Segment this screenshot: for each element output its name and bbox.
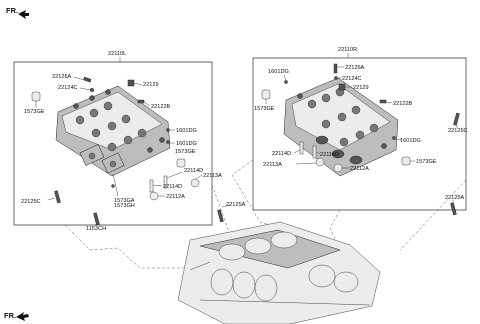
left-pin-22124c (79, 87, 94, 92)
right-dowel-1601dg-b (392, 136, 403, 141)
fr-indicator-top: FR. (6, 6, 29, 19)
label-22125a-left: 22125A (226, 202, 246, 208)
right-pin-22124c (334, 76, 341, 80)
left-dowel-1601dg-b (166, 140, 175, 144)
label-22122b-left: 22122B (151, 104, 171, 110)
label-22124c-right: 22124C (342, 76, 362, 82)
label-22113a-left: 22113A (203, 173, 222, 179)
right-seal-22112a (333, 163, 350, 173)
right-cylinder-head (283, 77, 399, 177)
right-bolt-22122b (379, 99, 393, 104)
label-22122b-right: 22122B (393, 101, 413, 107)
right-bolt-22114d-b (312, 145, 321, 159)
left-cylinder-head (55, 85, 171, 177)
left-bolt-22114d-a (163, 171, 183, 189)
left-plug-1573ge-a (31, 91, 41, 108)
label-22129-right: 22129 (353, 85, 369, 91)
right-cap-22129 (338, 83, 352, 91)
left-bolt-22114d-b (149, 179, 163, 193)
label-22110l: 22110L (108, 51, 126, 57)
right-stud-22125c (453, 112, 460, 128)
label-1153ch: 1153CH (86, 226, 106, 232)
label-22129-left: 22129 (143, 82, 159, 88)
label-1573ge-left-b: 1573GE (175, 149, 196, 155)
engine-block (177, 221, 381, 324)
left-stud-22125c (47, 190, 61, 204)
label-1601dg-right-top: 1601DG (268, 69, 289, 75)
label-22126a-right: 22126A (345, 65, 365, 71)
label-22114d-right-a: 22114D (272, 151, 291, 157)
label-1573ge-right-a: 1573GE (254, 106, 275, 112)
left-assembly-box (13, 61, 213, 226)
left-bolt-1153ch (93, 212, 100, 226)
left-cap-22129 (127, 79, 143, 87)
fr-arrow-icon (16, 312, 29, 321)
label-1573ge-left-a: 1573GE (24, 109, 45, 115)
fr-label-bottom: FR. (4, 311, 16, 320)
label-22114d-left-a: 22114D (184, 168, 203, 174)
left-seal-22112a (149, 191, 165, 201)
right-bolt-22126a (333, 63, 344, 74)
label-1601dg-right-b: 1601DG (400, 138, 421, 144)
right-bolt-22114d-a (293, 141, 304, 155)
label-22113a-right: 22113A (263, 162, 282, 168)
right-plug-1573ge-b (401, 156, 415, 166)
left-bolt-22122b (137, 99, 151, 107)
left-stud-1573ga (111, 173, 119, 197)
label-22126a-left: 22126A (52, 74, 72, 80)
right-dowel-1601dg-top (283, 74, 288, 84)
left-dowel-1601dg-a (166, 128, 175, 132)
label-22125c-left: 22125C (21, 199, 41, 205)
label-22112a-right: 22112A (350, 166, 369, 172)
left-seal-22113a (190, 174, 203, 188)
fr-indicator-bottom: FR. (4, 311, 29, 321)
left-head-group: 22110L (13, 51, 222, 226)
left-stud-22125a (217, 204, 231, 223)
left-bolt-22126a (73, 76, 92, 83)
label-22124c-left: 22124C (58, 85, 78, 91)
left-plug-1573ge-b (176, 158, 186, 168)
fr-label-top: FR. (6, 6, 18, 15)
label-22125c-right: 22125C (448, 128, 468, 134)
right-seal-22113a (295, 157, 325, 167)
label-22112a-left: 22112A (166, 194, 185, 200)
label-22114d-right-b: 22114D (320, 152, 339, 158)
right-plug-1573ge-a (261, 89, 271, 104)
right-head-group: 22110R 22126A (252, 47, 467, 211)
label-1573ge-right-b: 1573GE (416, 159, 437, 165)
label-22114d-left-b: 22114D (163, 184, 182, 190)
label-22125a-right: 22125A (445, 195, 465, 201)
label-22110r: 22110R (338, 47, 357, 53)
right-stud-22125a (450, 200, 457, 216)
right-assembly-box (252, 57, 467, 211)
fr-arrow-icon (18, 10, 29, 19)
label-1573gh: 1573GH (114, 203, 135, 209)
label-1601dg-left-b: 1601DG (176, 141, 197, 147)
label-1573ga: 1573GA (114, 198, 135, 204)
label-1601dg-left-a: 1601DG (176, 128, 197, 134)
